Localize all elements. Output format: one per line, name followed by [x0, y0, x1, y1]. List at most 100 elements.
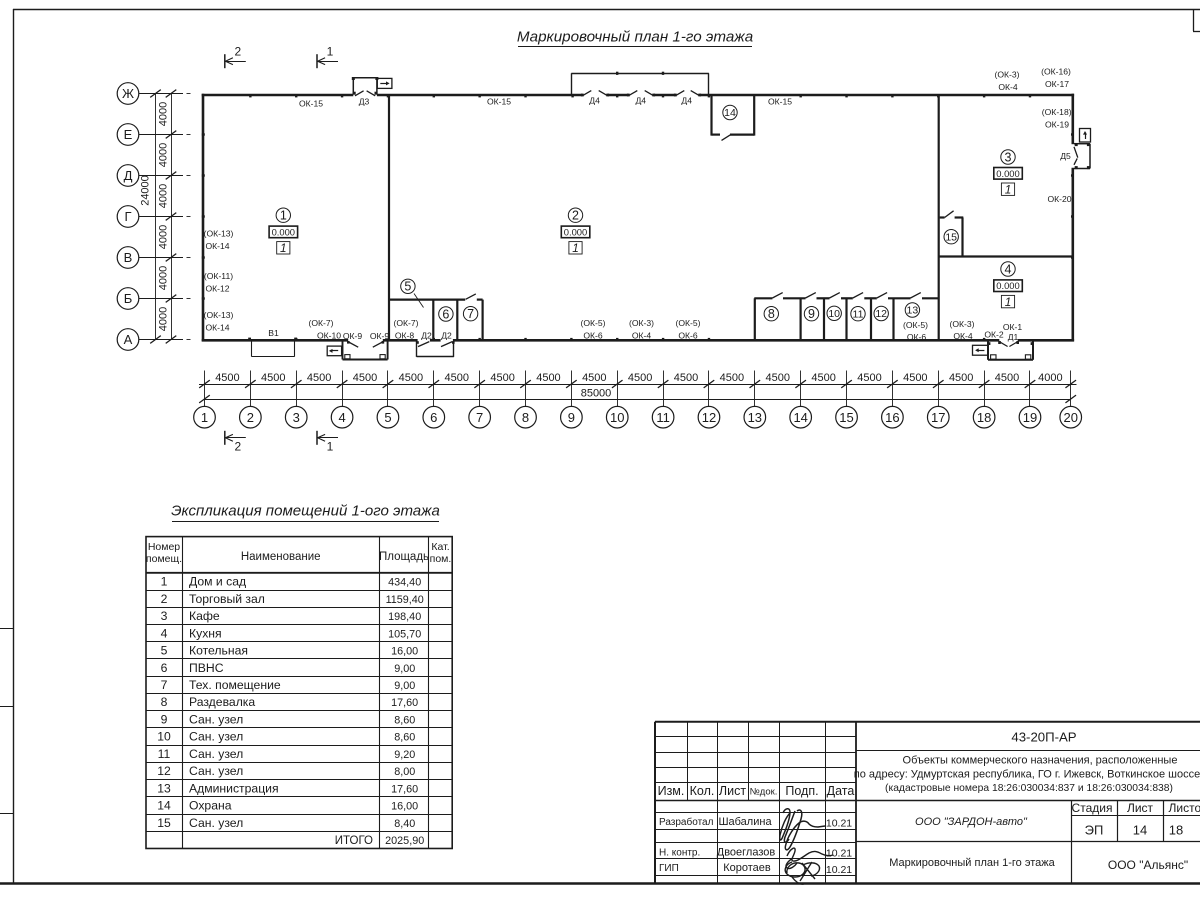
svg-text:ОК-9: ОК-9	[343, 331, 363, 341]
svg-text:Д2: Д2	[421, 331, 432, 341]
svg-text:4: 4	[1005, 262, 1012, 276]
svg-text:8: 8	[768, 307, 775, 321]
svg-text:11: 11	[853, 308, 864, 320]
svg-text:4000: 4000	[158, 307, 170, 331]
svg-text:14: 14	[1133, 822, 1147, 837]
svg-text:(ОК-5): (ОК-5)	[903, 320, 928, 330]
svg-text:ОК-15: ОК-15	[299, 99, 323, 109]
svg-text:12: 12	[702, 410, 716, 425]
svg-text:434,40: 434,40	[388, 577, 421, 589]
svg-text:4500: 4500	[215, 372, 239, 384]
svg-text:№док.: №док.	[750, 786, 778, 797]
svg-text:Коротаев: Коротаев	[723, 862, 771, 874]
svg-text:ОК-15: ОК-15	[768, 97, 792, 107]
svg-text:4500: 4500	[444, 372, 468, 384]
svg-text:4500: 4500	[949, 372, 973, 384]
svg-text:10: 10	[610, 410, 624, 425]
svg-text:Г: Г	[124, 209, 131, 224]
svg-text:13: 13	[907, 305, 919, 317]
svg-text:по адресу: Удмуртская республи: по адресу: Удмуртская республика, ГО г. …	[854, 768, 1200, 780]
svg-text:Разработал: Разработал	[659, 816, 714, 828]
svg-text:ОК-6: ОК-6	[583, 331, 603, 341]
svg-text:9,20: 9,20	[394, 749, 415, 761]
svg-text:Охрана: Охрана	[189, 799, 232, 813]
svg-text:11: 11	[158, 747, 171, 761]
svg-text:Д4: Д4	[635, 96, 646, 106]
svg-text:10.21: 10.21	[826, 847, 852, 859]
svg-text:(ОК-16): (ОК-16)	[1041, 67, 1071, 77]
svg-text:пом.: пом.	[430, 553, 452, 565]
svg-text:ОК-20: ОК-20	[1047, 194, 1071, 204]
svg-text:3: 3	[293, 410, 300, 425]
svg-text:2: 2	[234, 45, 241, 59]
svg-text:Дом и сад: Дом и сад	[189, 575, 246, 589]
svg-text:ИТОГО: ИТОГО	[335, 835, 373, 847]
svg-text:4500: 4500	[536, 372, 560, 384]
svg-text:ОК-6: ОК-6	[678, 331, 698, 341]
svg-text:ОК-15: ОК-15	[487, 97, 511, 107]
svg-text:Раздевалка: Раздевалка	[189, 695, 255, 709]
svg-text:1: 1	[327, 45, 334, 59]
svg-text:4500: 4500	[857, 372, 881, 384]
svg-text:Маркировочный план 1-го этажа: Маркировочный план 1-го этажа	[889, 857, 1055, 869]
svg-text:14: 14	[724, 107, 736, 119]
svg-text:ОК-10: ОК-10	[317, 331, 341, 341]
svg-text:ОК-14: ОК-14	[205, 241, 229, 251]
svg-text:Тех. помещение: Тех. помещение	[189, 678, 281, 692]
svg-text:Кухня: Кухня	[189, 626, 222, 640]
svg-text:помещ.: помещ.	[146, 553, 182, 565]
svg-text:ОК-14: ОК-14	[205, 323, 229, 333]
svg-text:18: 18	[1169, 822, 1183, 837]
svg-text:0.000: 0.000	[996, 280, 1019, 291]
svg-text:18: 18	[977, 410, 991, 425]
svg-text:8,60: 8,60	[394, 714, 415, 726]
svg-text:Двоеглазов: Двоеглазов	[717, 846, 776, 858]
svg-text:20: 20	[1064, 410, 1078, 425]
svg-text:Кол.: Кол.	[690, 784, 715, 798]
svg-text:7: 7	[476, 410, 483, 425]
svg-text:Дата: Дата	[827, 784, 855, 798]
svg-text:ПВНС: ПВНС	[189, 661, 224, 675]
svg-text:ОК-4: ОК-4	[998, 82, 1018, 92]
svg-text:В: В	[124, 250, 133, 265]
svg-text:17,60: 17,60	[391, 783, 418, 795]
svg-text:8,60: 8,60	[394, 732, 415, 744]
svg-text:ОК-2: ОК-2	[984, 330, 1004, 340]
svg-text:Администрация: Администрация	[189, 781, 279, 795]
svg-text:15: 15	[157, 816, 171, 830]
svg-text:(кадастровые номера 18:26:0300: (кадастровые номера 18:26:030034:837 и 1…	[885, 783, 1173, 794]
svg-text:4500: 4500	[674, 372, 698, 384]
svg-text:4500: 4500	[399, 372, 423, 384]
svg-text:Д4: Д4	[589, 96, 600, 106]
svg-text:4500: 4500	[903, 372, 927, 384]
svg-text:В1: В1	[268, 328, 279, 338]
svg-text:Д5: Д5	[1060, 151, 1071, 161]
svg-text:Маркировочный план 1-го этажа: Маркировочный план 1-го этажа	[517, 29, 753, 46]
svg-text:4500: 4500	[261, 372, 285, 384]
svg-text:ООО "Альянс": ООО "Альянс"	[1108, 858, 1188, 872]
svg-text:1: 1	[280, 209, 287, 223]
svg-text:9: 9	[808, 307, 815, 321]
svg-text:12: 12	[875, 308, 887, 320]
svg-text:2: 2	[161, 592, 168, 606]
svg-text:(ОК-5): (ОК-5)	[580, 318, 605, 328]
svg-text:0.000: 0.000	[272, 226, 295, 237]
svg-text:Е: Е	[124, 127, 133, 142]
svg-text:1: 1	[1005, 295, 1012, 309]
svg-text:Торговый зал: Торговый зал	[189, 592, 265, 606]
svg-text:3: 3	[1005, 150, 1012, 164]
svg-text:6: 6	[430, 410, 437, 425]
svg-text:2: 2	[234, 440, 241, 454]
svg-text:1: 1	[572, 241, 579, 255]
svg-text:ОК-12: ОК-12	[205, 284, 229, 294]
svg-text:ОК-9: ОК-9	[370, 331, 390, 341]
svg-text:Площадь: Площадь	[379, 551, 429, 563]
svg-text:1: 1	[201, 410, 208, 425]
svg-text:ОК-19: ОК-19	[1045, 120, 1069, 130]
svg-text:0.000: 0.000	[564, 226, 587, 237]
svg-text:9: 9	[568, 410, 575, 425]
svg-text:(ОК-18): (ОК-18)	[1042, 107, 1072, 117]
svg-text:8,40: 8,40	[394, 818, 415, 830]
svg-text:ЭП: ЭП	[1085, 822, 1104, 837]
svg-text:4500: 4500	[628, 372, 652, 384]
